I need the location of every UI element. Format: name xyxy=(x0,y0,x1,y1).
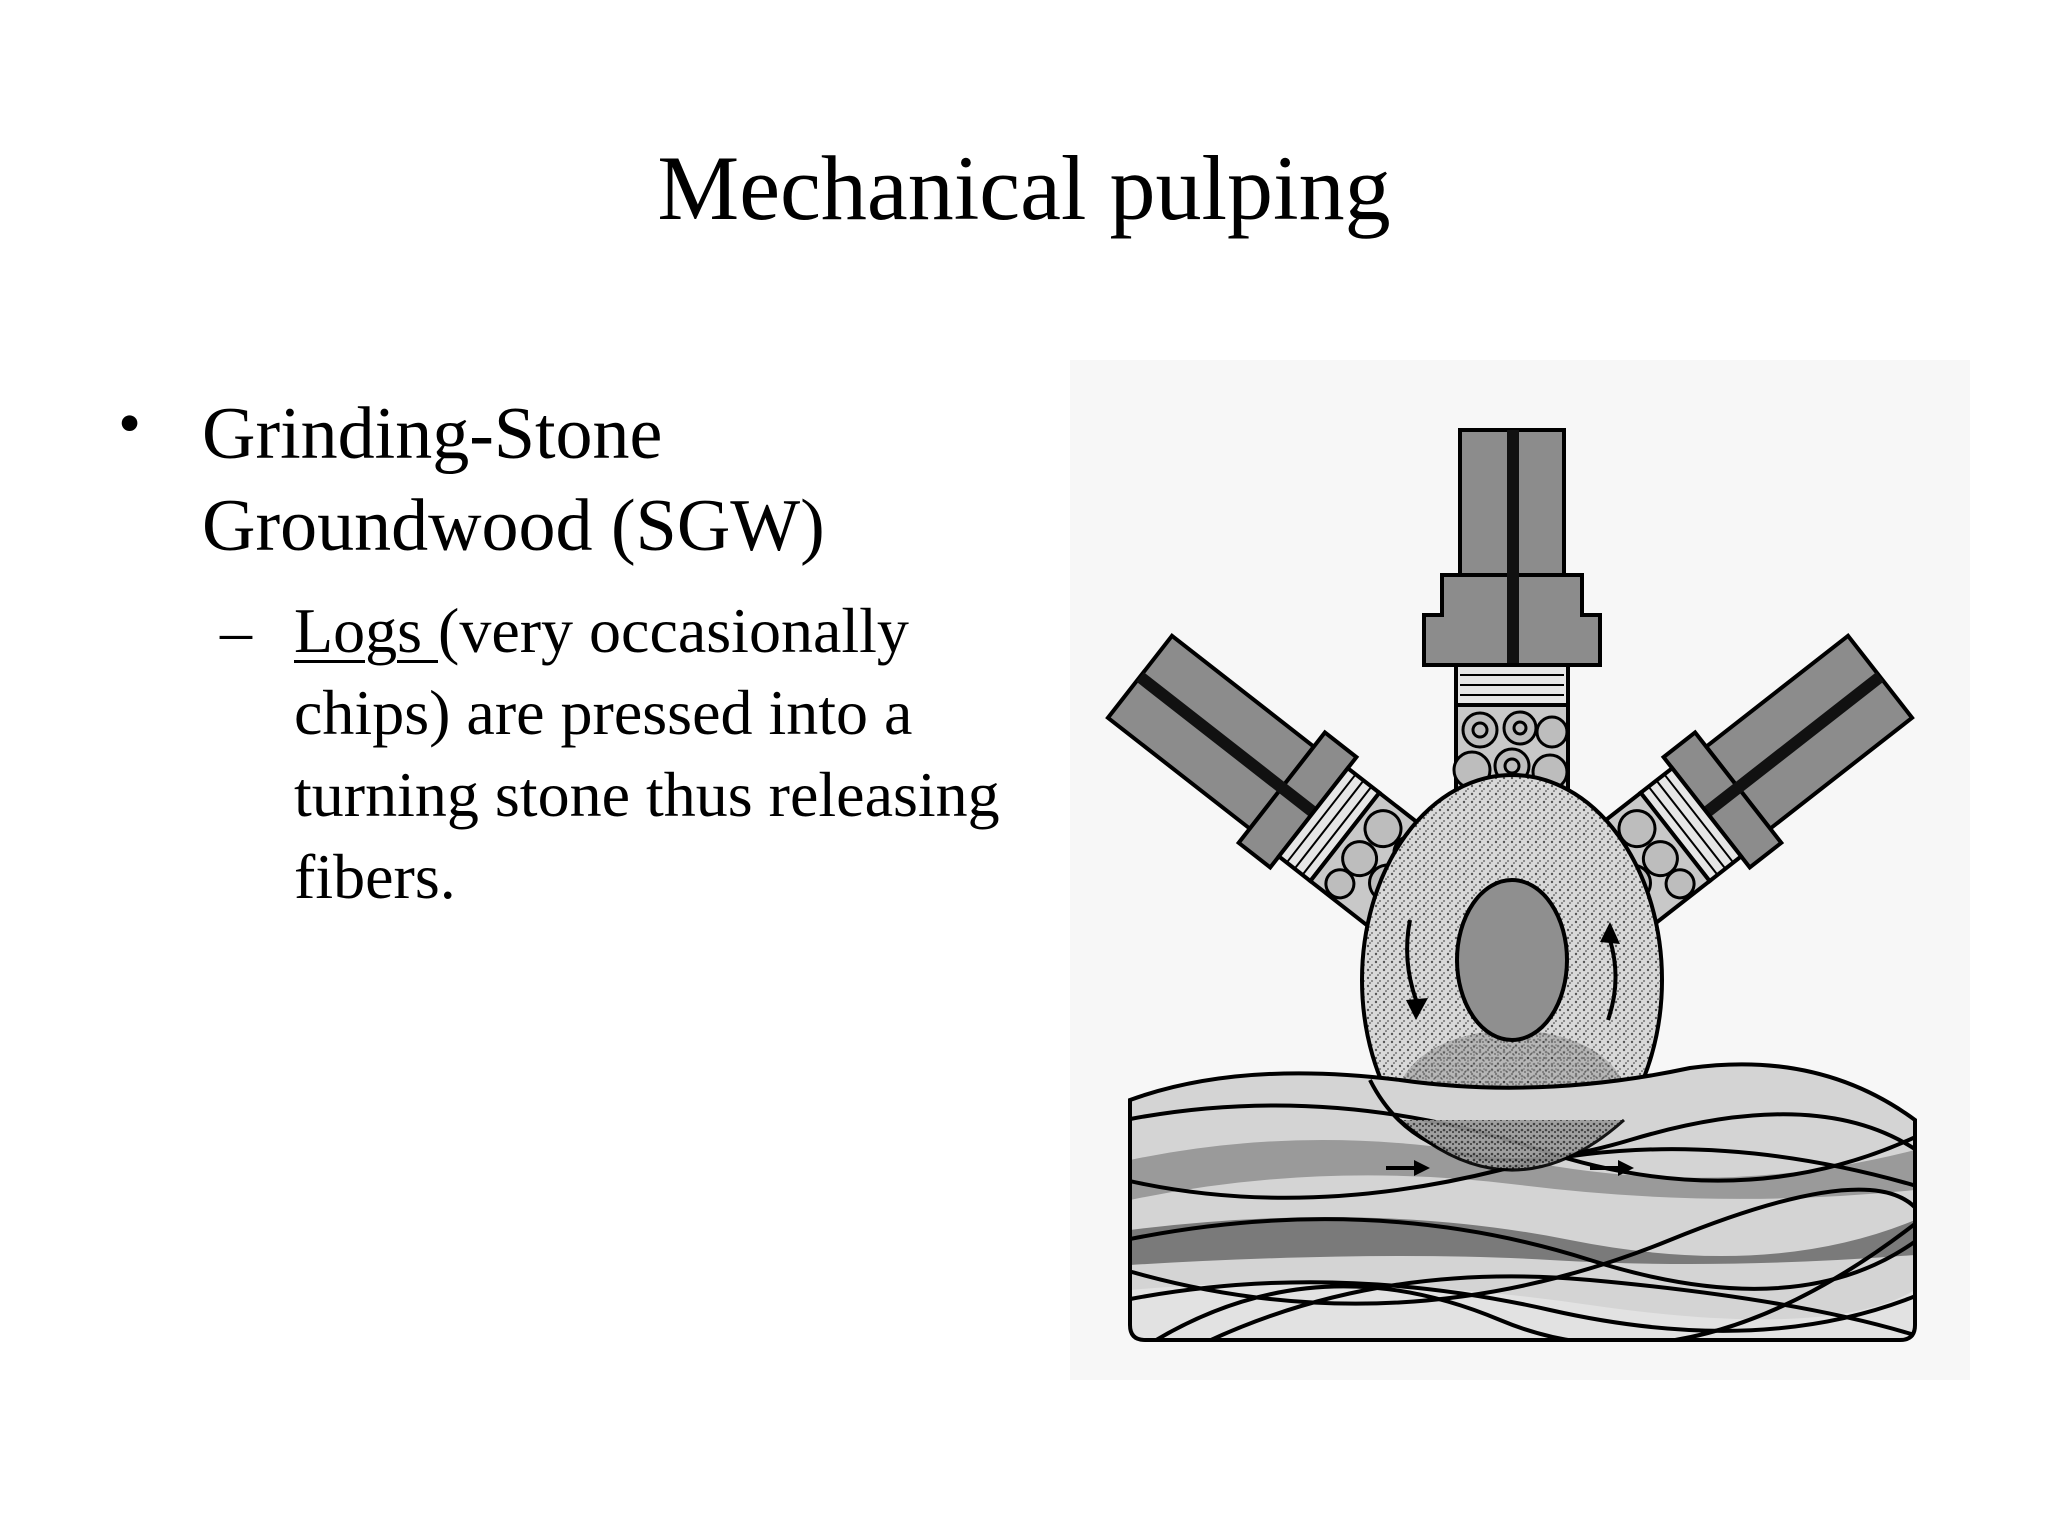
bullet-dot-icon: • xyxy=(118,387,142,460)
bullet-item: • Grinding-Stone Groundwood (SGW) xyxy=(118,387,1018,572)
sub-bullet-rest: (very occasionally chips) are pressed in… xyxy=(294,595,1000,912)
grinding-stone-diagram xyxy=(1070,360,1970,1380)
underlined-term: Logs xyxy=(294,595,438,666)
slide-title: Mechanical pulping xyxy=(657,137,1391,239)
sub-bullet-text: Logs (very occasionally chips) are press… xyxy=(294,590,1020,918)
sub-bullet-dash-icon: – xyxy=(220,595,252,666)
sub-bullet-item: – Logs (very occasionally chips) are pre… xyxy=(220,590,1020,918)
pulp-tank xyxy=(1128,1062,1917,1342)
bullet-text: Grinding-Stone Groundwood (SGW) xyxy=(202,393,825,567)
